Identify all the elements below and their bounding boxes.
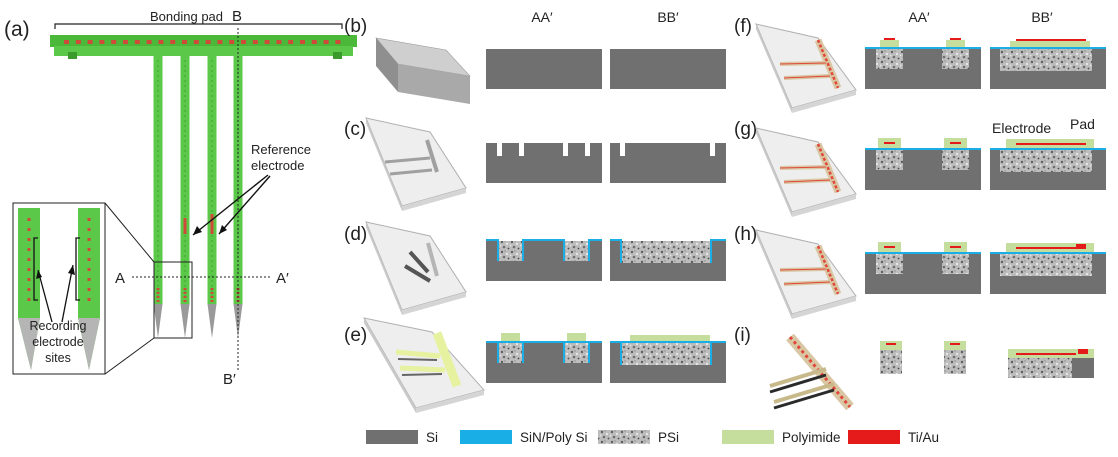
- recording-site: [27, 268, 31, 271]
- recording-site: [27, 248, 31, 251]
- probe-shank: [180, 56, 190, 338]
- panel-f-label: (f): [734, 16, 752, 37]
- recording-site: [87, 238, 91, 241]
- panel-b-section-bb: [610, 49, 726, 89]
- legend-swatch: [366, 430, 418, 444]
- panel-h-section-aa: [865, 242, 981, 294]
- legend-swatch: [598, 430, 650, 444]
- bonding-pad: [50, 35, 357, 59]
- legend-label: SiN/Poly Si: [520, 430, 588, 445]
- recording-site: [87, 298, 91, 301]
- panel-e-section-aa: [486, 333, 602, 383]
- legend-item: Polyimide: [722, 430, 841, 445]
- panel-a-label: (a): [4, 18, 30, 41]
- panel-f-section-aa: [865, 38, 981, 89]
- panel-b-label: (b): [344, 16, 367, 37]
- annotation-electrode: Electrode: [992, 120, 1051, 136]
- reference-site: [183, 218, 187, 234]
- panel-c-section-aa: [486, 143, 602, 183]
- panel-f-wafer: [755, 23, 857, 113]
- recording-site: [87, 268, 91, 271]
- recording-site: [87, 228, 91, 231]
- panel-d-label: (d): [344, 224, 367, 245]
- panel-i-probe: [769, 333, 854, 411]
- marker-a: A: [115, 270, 125, 287]
- legend-label: PSi: [658, 430, 679, 445]
- recording-site: [87, 278, 91, 281]
- probe-shanks: [153, 56, 243, 338]
- panel-f-section-bb: [990, 39, 1106, 89]
- marker-a-prime: A′: [276, 270, 289, 287]
- recording-site: [27, 278, 31, 281]
- legend: Si SiN/Poly Si PSi Polyimide Ti/Au: [366, 430, 939, 445]
- panel-c-section-bb: [610, 143, 726, 183]
- panel-h-wafer: [755, 229, 857, 319]
- recording-sites-label-1: Recording: [30, 319, 87, 333]
- recording-sites-label-3: sites: [45, 351, 71, 365]
- reference-arrow-2: [218, 175, 271, 235]
- recording-site: [87, 258, 91, 261]
- panel-d-wafer: [365, 221, 467, 315]
- bonding-pad-bracket: [54, 23, 343, 29]
- reference-electrode-label-2: electrode: [251, 158, 304, 173]
- panel-h-label: (h): [734, 224, 757, 245]
- panel-g-section-bb: [990, 139, 1106, 190]
- panel-c-label: (c): [344, 119, 366, 140]
- recording-site: [27, 258, 31, 261]
- recording-site: [27, 228, 31, 231]
- recording-site: [87, 248, 91, 251]
- legend-item: SiN/Poly Si: [460, 430, 588, 445]
- inset-zoom: Recording electrode sites: [12, 202, 106, 375]
- legend-item: Si: [366, 430, 438, 445]
- panel-i-section-aa: [880, 341, 966, 374]
- reference-arrow-1: [192, 174, 269, 236]
- probe-shank: [153, 56, 163, 338]
- panel-b-wafer: [375, 37, 471, 104]
- recording-sites-label-2: electrode: [32, 335, 83, 349]
- legend-label: Polyimide: [782, 430, 841, 445]
- panel-g-wafer: [755, 127, 857, 217]
- recording-site: [87, 218, 91, 221]
- legend-swatch: [722, 430, 774, 444]
- header-bb-right: BB′: [1031, 9, 1053, 25]
- bonding-pad-label: Bonding pad: [150, 9, 223, 24]
- panel-h-section-bb: [990, 243, 1106, 294]
- panel-d-section-bb: [610, 239, 726, 281]
- header-aa-right: AA′: [908, 9, 930, 25]
- recording-site: [27, 218, 31, 221]
- legend-label: Si: [426, 430, 438, 445]
- annotation-pad: Pad: [1070, 116, 1095, 132]
- legend-swatch: [460, 430, 512, 444]
- panel-b-section-aa: [486, 49, 602, 89]
- reference-electrode-label-1: Reference: [251, 142, 311, 157]
- panel-i-label: (i): [734, 325, 751, 346]
- legend-label: Ti/Au: [908, 430, 939, 445]
- legend-item: Ti/Au: [848, 430, 939, 445]
- legend-swatch: [848, 430, 900, 444]
- marker-b-prime: B′: [223, 371, 236, 388]
- recording-site: [27, 288, 31, 291]
- panel-i-section-bb: [1008, 349, 1094, 378]
- recording-site: [27, 298, 31, 301]
- panel-g-label: (g): [734, 119, 757, 140]
- reference-site: [210, 214, 214, 234]
- header-bb-left: BB′: [657, 9, 679, 25]
- recording-site: [27, 238, 31, 241]
- panel-e-wafer: [363, 317, 485, 413]
- zoom-region: [153, 261, 193, 339]
- probe-shank: [207, 56, 217, 338]
- legend-item: PSi: [598, 430, 679, 445]
- panel-e-label: (e): [344, 325, 367, 346]
- marker-b: B: [232, 8, 242, 25]
- recording-site: [87, 288, 91, 291]
- panel-d-section-aa: [486, 239, 602, 281]
- panel-a: (a) Bonding pad B Reference electrode A …: [4, 8, 357, 388]
- panel-e-section-bb: [610, 335, 726, 383]
- panel-c-wafer: [365, 117, 467, 211]
- panel-g-section-aa: [865, 138, 981, 190]
- header-aa-left: AA′: [531, 9, 553, 25]
